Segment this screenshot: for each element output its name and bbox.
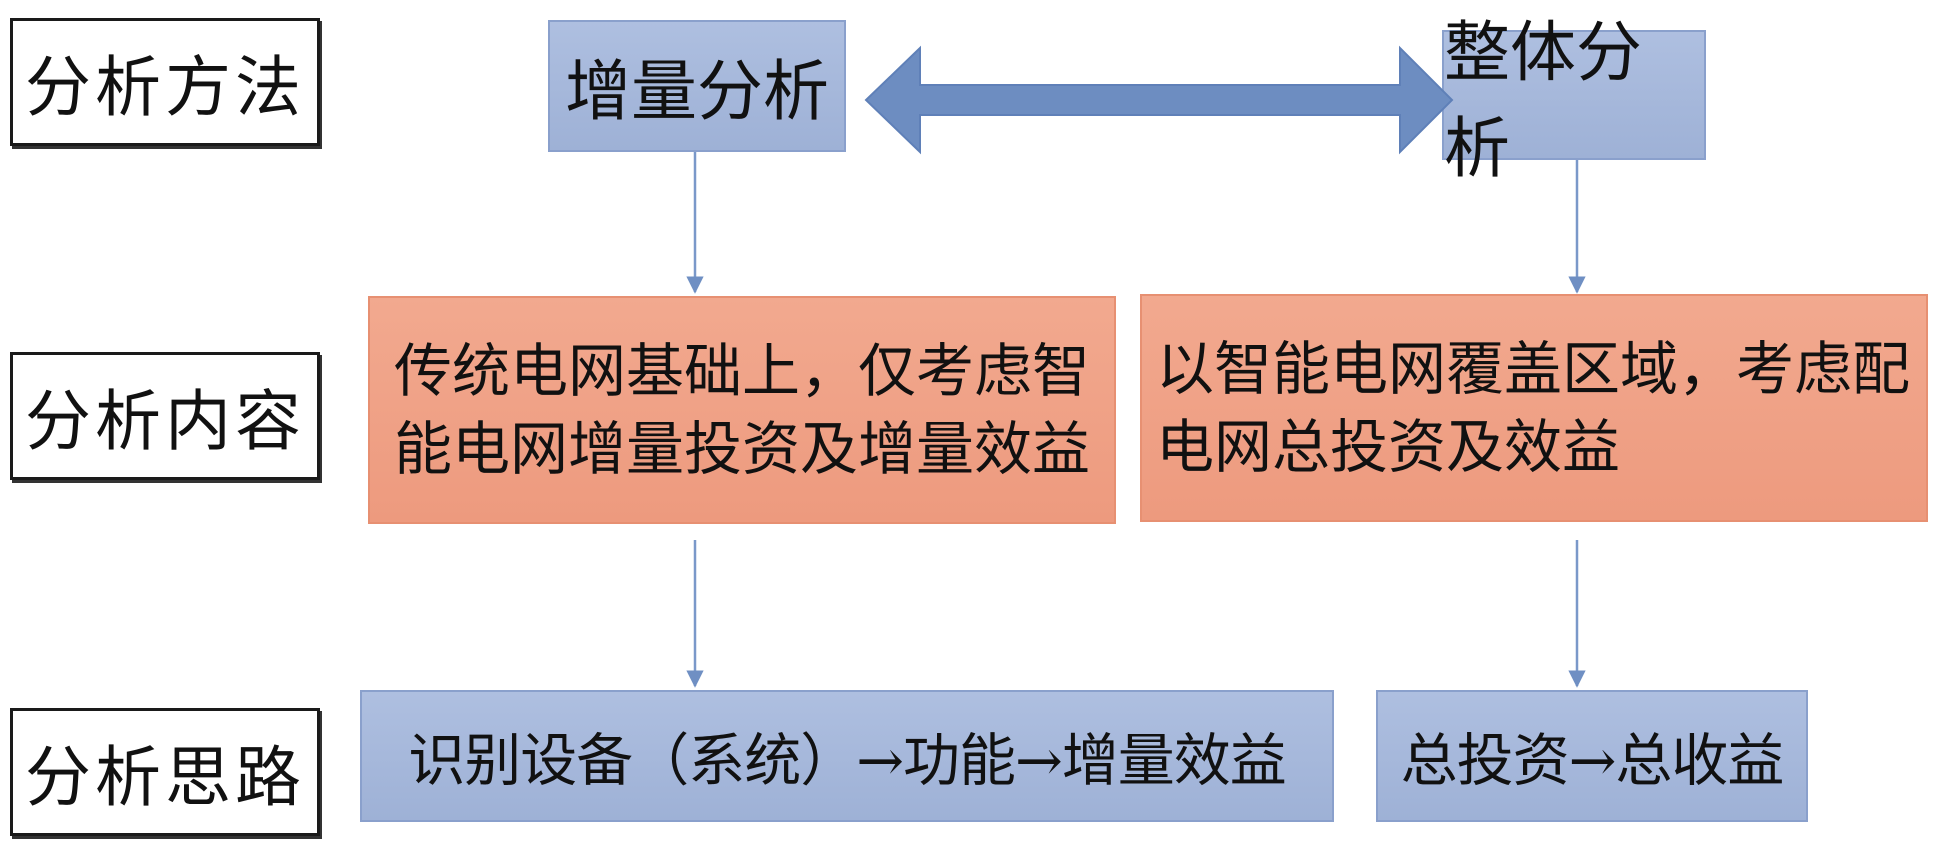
label-analysis-approach-text: 分析思路 xyxy=(25,739,305,816)
method-overall-text: 整体分析 xyxy=(1444,14,1642,187)
content-overall-box: 以智能电网覆盖区域，考虑配 电网总投资及效益 xyxy=(1140,294,1928,522)
approach-overall-text: 总投资→总收益 xyxy=(1400,728,1785,794)
method-incremental-box: 增量分析 xyxy=(548,20,846,152)
approach-incremental-text: 识别设备（系统）→功能→增量效益 xyxy=(408,728,1287,794)
label-analysis-method-text: 分析方法 xyxy=(25,49,305,126)
content-incremental-line1: 传统电网基础上，仅考虑智 xyxy=(393,337,1090,405)
content-incremental-line2: 能电网增量投资及增量效益 xyxy=(393,415,1090,483)
label-analysis-content: 分析内容 xyxy=(10,352,320,480)
content-overall-line1: 以智能电网覆盖区域，考虑配 xyxy=(1156,335,1911,403)
approach-overall-box: 总投资→总收益 xyxy=(1376,690,1808,822)
content-overall-line2: 电网总投资及效益 xyxy=(1156,413,1621,481)
method-overall-box: 整体分析 xyxy=(1442,14,1706,187)
content-incremental-box: 传统电网基础上，仅考虑智 能电网增量投资及增量效益 xyxy=(368,296,1116,524)
label-analysis-content-text: 分析内容 xyxy=(25,383,305,460)
label-analysis-approach: 分析思路 xyxy=(10,708,320,836)
method-incremental-text: 增量分析 xyxy=(565,53,829,130)
double-arrow xyxy=(864,45,1454,155)
label-analysis-method: 分析方法 xyxy=(10,18,320,146)
approach-incremental-box: 识别设备（系统）→功能→增量效益 xyxy=(360,690,1334,822)
